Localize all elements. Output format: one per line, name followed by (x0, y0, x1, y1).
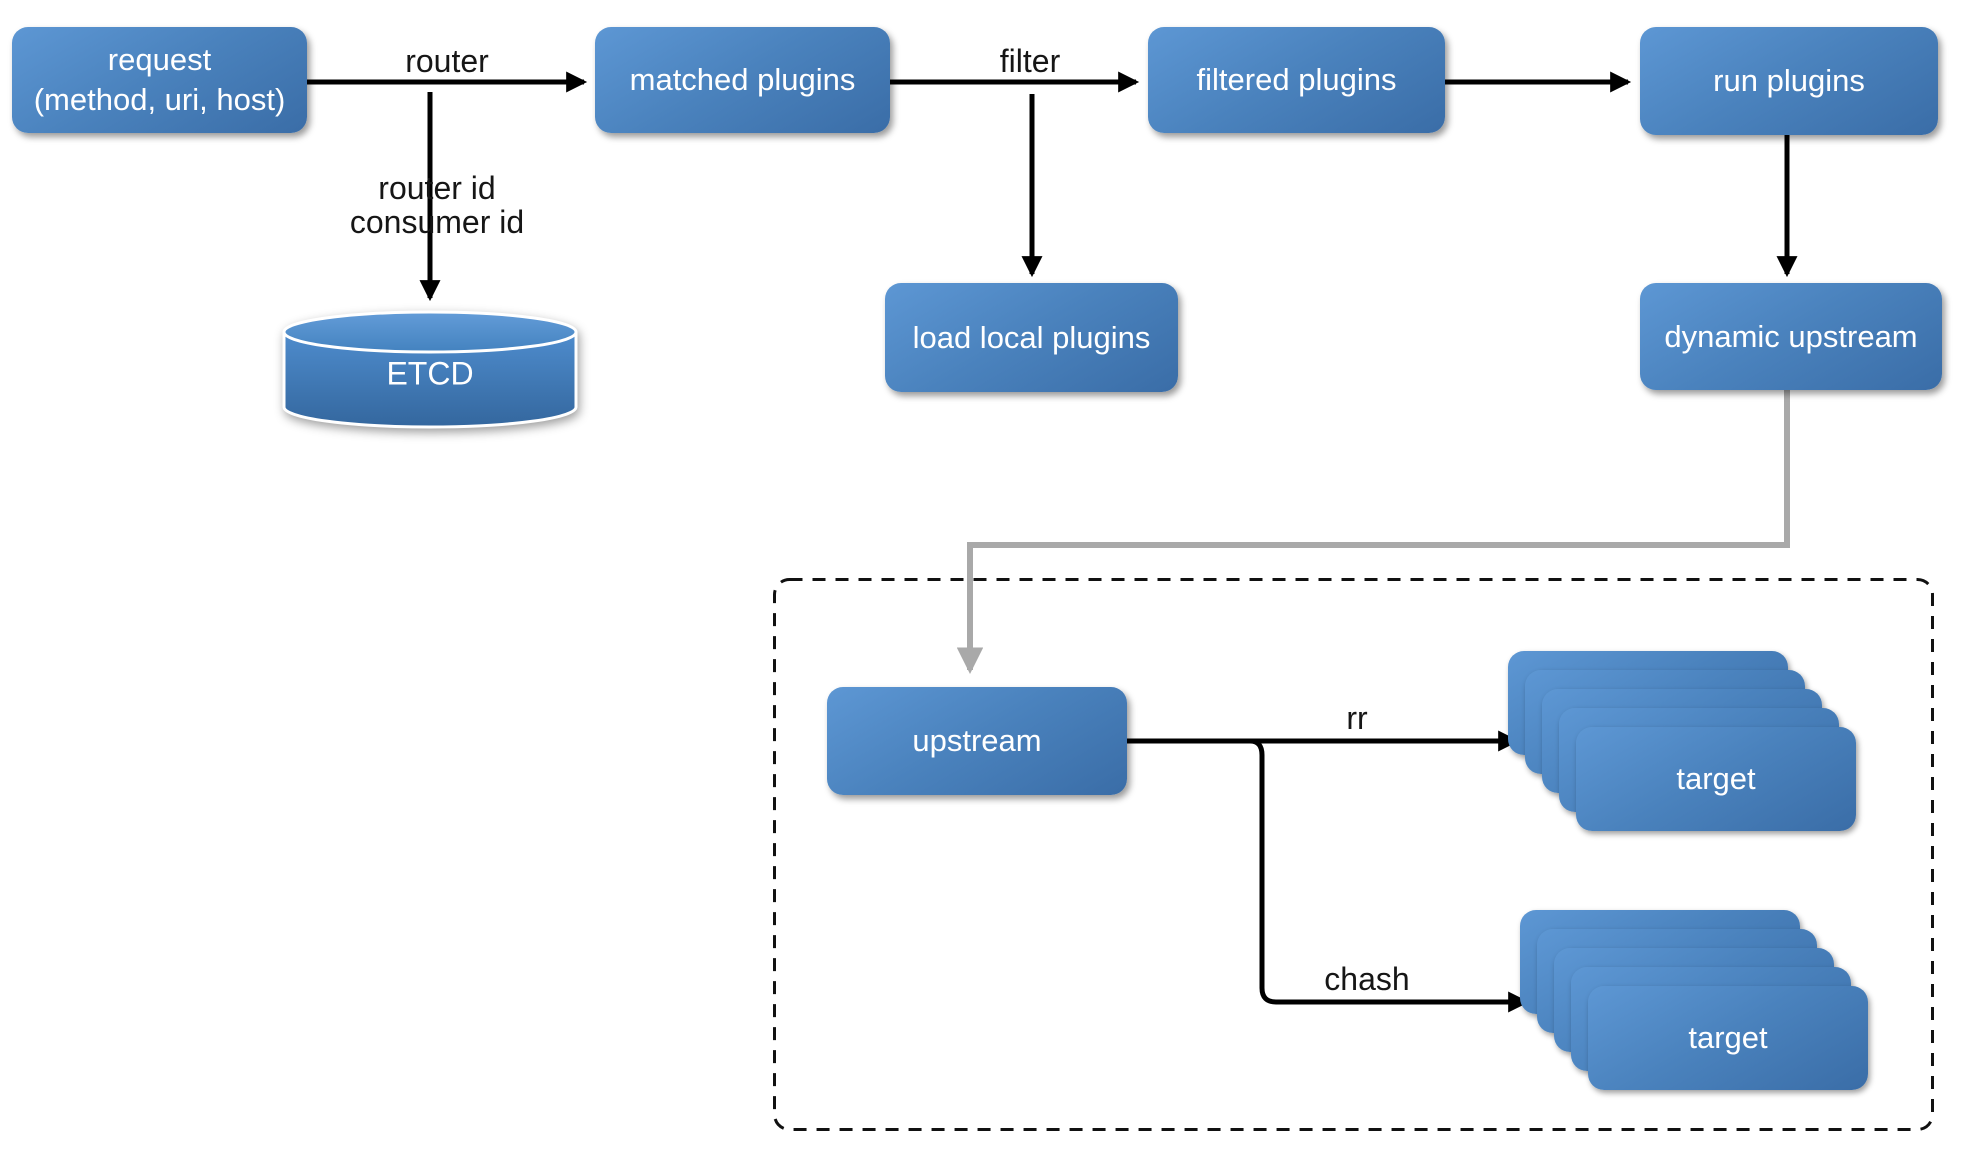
arrow-upstream-chash-to-target (1249, 738, 1530, 1013)
node-request: request (method, uri, host) (12, 27, 307, 133)
node-target-chash-label: target (1688, 1020, 1768, 1055)
node-filtered-plugins-label: filtered plugins (1196, 62, 1397, 97)
edge-label-router-id: router id (378, 170, 496, 206)
node-matched-plugins-label: matched plugins (629, 62, 856, 97)
node-request-line2: (method, uri, host) (33, 82, 286, 117)
node-dynamic-upstream-label: dynamic upstream (1664, 318, 1918, 354)
node-matched-plugins: matched plugins (595, 27, 890, 133)
etcd-cylinder-top (282, 310, 578, 354)
node-filtered-plugins: filtered plugins (1148, 27, 1445, 133)
node-load-local-plugins-label: load local plugins (912, 319, 1151, 355)
node-dynamic-upstream: dynamic upstream (1640, 283, 1942, 390)
upstream-group-dashed-border (773, 578, 1934, 1131)
node-upstream-label: upstream (912, 723, 1042, 758)
node-target-stack-rr: target (1508, 651, 1856, 831)
node-request-line1: request (107, 42, 212, 77)
node-target-stack-chash: target (1520, 910, 1868, 1090)
node-upstream: upstream (827, 687, 1127, 795)
etcd-cylinder-shape (282, 310, 578, 429)
arrow-dynamic-upstream-to-upstream (956, 390, 1790, 674)
edge-label-filter: filter (999, 43, 1061, 79)
node-run-plugins-label: run plugins (1713, 63, 1865, 98)
edge-label-router-id-consumer-id: router id consumer id (350, 171, 524, 239)
node-target-rr-label: target (1676, 761, 1756, 796)
node-etcd-label: ETCD (386, 355, 474, 392)
node-request-label: request (method, uri, host) (34, 40, 286, 120)
node-run-plugins: run plugins (1640, 27, 1938, 135)
edge-label-consumer-id: consumer id (349, 204, 525, 240)
edge-label-router: router (405, 43, 489, 79)
node-load-local-plugins: load local plugins (885, 283, 1178, 392)
target-stack-front: target (1588, 986, 1868, 1090)
edge-label-chash: chash (1324, 961, 1410, 997)
etcd-cylinder-body (282, 332, 578, 429)
edge-label-rr: rr (1346, 700, 1368, 736)
target-stack-front: target (1576, 727, 1856, 831)
